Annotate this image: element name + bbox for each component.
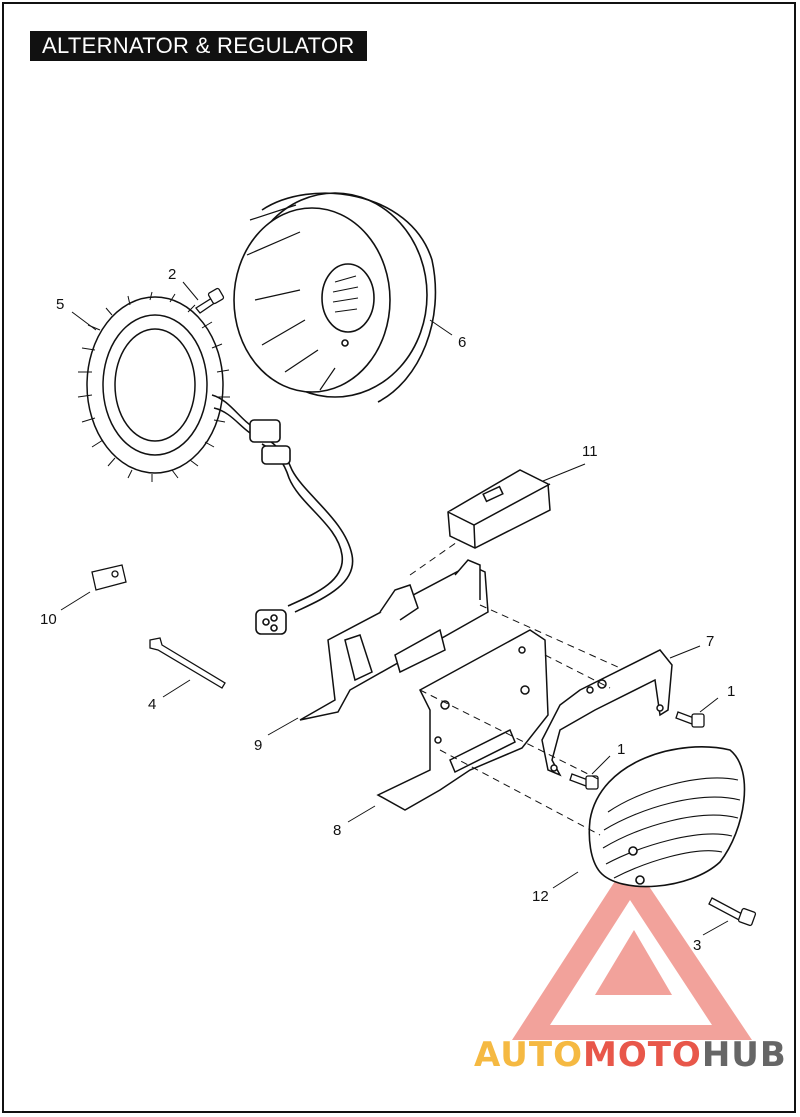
callout-9: 9	[254, 737, 262, 754]
callout-8: 8	[333, 822, 341, 839]
assembly-guide-lines	[409, 539, 621, 836]
voltage-regulator-part-12	[588, 746, 746, 888]
callout-3: 3	[693, 937, 701, 954]
screw-part-2	[195, 287, 225, 314]
cable-strap-part-4	[149, 637, 226, 689]
watermark-text: AUTOMOTOHUB	[474, 1035, 787, 1075]
screw-part-1b	[569, 773, 599, 790]
screw-part-3	[708, 897, 757, 927]
callout-4: 4	[148, 696, 156, 713]
callout-5: 5	[56, 296, 64, 313]
bracket-part-7	[541, 649, 673, 777]
clip-part-10	[91, 564, 127, 591]
regulator-bracket-part-9	[299, 559, 489, 721]
page-title: ALTERNATOR & REGULATOR	[30, 31, 367, 61]
callout-1a: 1	[727, 683, 735, 700]
callout-11: 11	[582, 443, 598, 460]
callouts: 2 5 6 11 10 4 9 8 7 1 1 12 3	[40, 266, 735, 954]
callout-10: 10	[40, 611, 57, 628]
watermark-logo	[512, 858, 752, 1040]
callout-12: 12	[532, 888, 549, 905]
cover-part-11	[447, 469, 551, 549]
callout-7: 7	[706, 633, 714, 650]
rotor-part	[233, 192, 437, 403]
callout-2: 2	[168, 266, 176, 283]
callout-1b: 1	[617, 741, 625, 758]
callout-6: 6	[458, 334, 466, 351]
stator-cable	[249, 419, 354, 635]
stator-part	[77, 291, 256, 482]
screw-part-1a	[675, 711, 705, 728]
mounting-plate-part-8	[376, 629, 549, 811]
